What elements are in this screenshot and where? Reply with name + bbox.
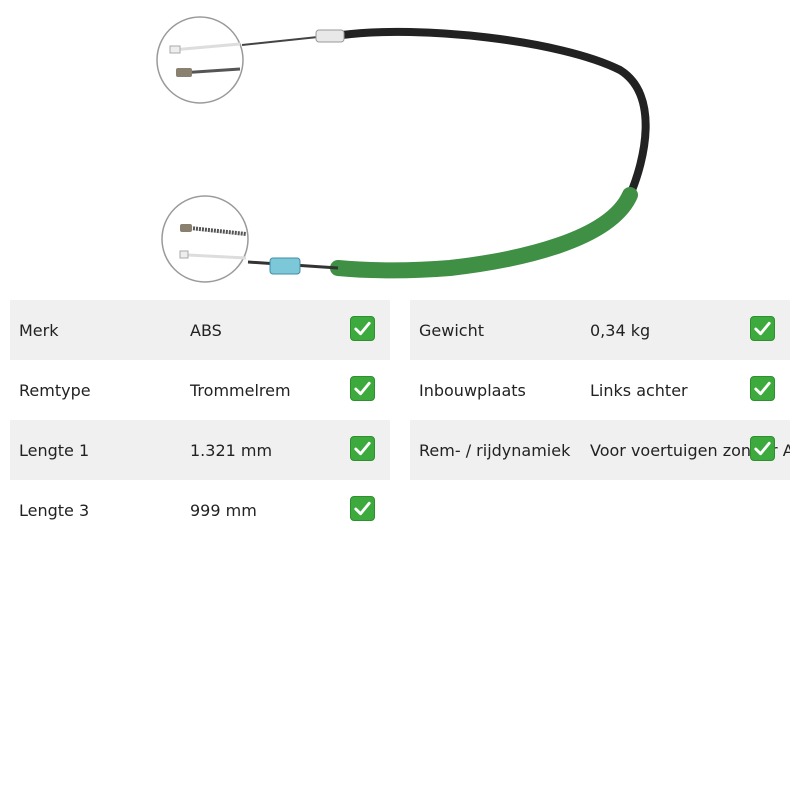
spec-label: Merk [19,321,59,340]
spec-value: 999 mm [190,501,257,520]
spec-value: Voor voertuigen zonder ABS [590,441,790,460]
spec-value: Trommelrem [190,381,291,400]
inner-wire-top [241,36,319,46]
spec-label: Gewicht [419,321,484,340]
detail-zoom-bottom [161,195,249,283]
spec-table-right: Gewicht 0,34 kg Inbouwplaats Links achte… [410,300,790,480]
spec-value: ABS [190,321,222,340]
spec-row-remtype: Remtype Trommelrem [10,360,390,420]
spec-row-merk: Merk ABS [10,300,390,360]
spec-row-rem-rijdynamiek: Rem- / rijdynamiek Voor voertuigen zonde… [410,420,790,480]
spec-row-gewicht: Gewicht 0,34 kg [410,300,790,360]
check-mark-icon [350,376,375,401]
check-mark-icon [750,376,775,401]
spec-row-lengte-3: Lengte 3 999 mm [10,480,390,540]
spec-label: Lengte 3 [19,501,90,520]
cable-end-fitting-top [315,29,345,43]
cable-black-section [338,27,650,199]
check-mark-icon [350,436,375,461]
spec-label: Remtype [19,381,91,400]
spec-label: Lengte 1 [19,441,90,460]
spec-value: 1.321 mm [190,441,273,460]
spec-label: Inbouwplaats [419,381,526,400]
cable-green-sleeve [330,187,638,279]
spec-table-left: Merk ABS Remtype Trommelrem Lengte 1 1.3… [10,300,390,540]
detail-zoom-top [156,16,244,104]
check-mark-icon [750,436,775,461]
spec-label: Rem- / rijdynamiek [419,441,571,460]
spec-row-lengte-1: Lengte 1 1.321 mm [10,420,390,480]
check-mark-icon [350,316,375,341]
check-mark-icon [750,316,775,341]
cable-end-fitting-bottom [269,257,301,275]
spec-row-inbouwplaats: Inbouwplaats Links achter [410,360,790,420]
product-image [156,16,650,283]
spec-value: Links achter [590,381,688,400]
spec-value: 0,34 kg [590,321,651,340]
check-mark-icon [350,496,375,521]
